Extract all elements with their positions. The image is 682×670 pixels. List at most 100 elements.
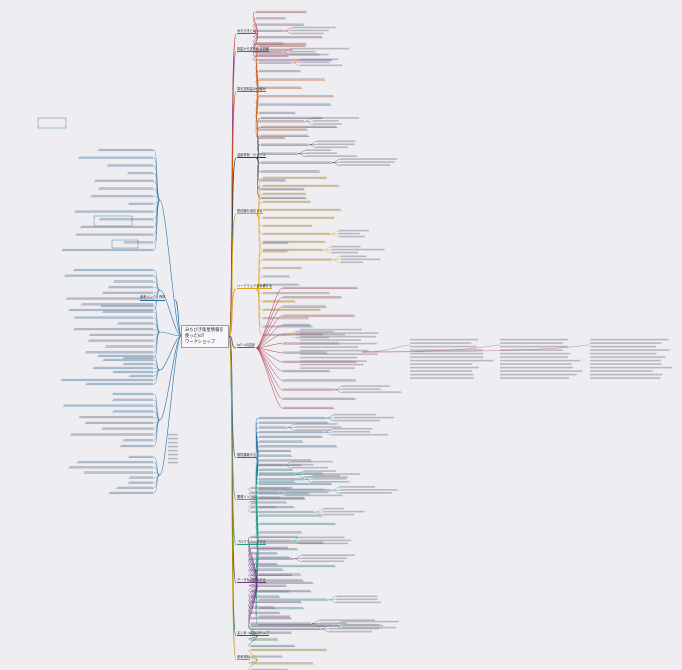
- left-child-connector: [153, 172, 161, 201]
- detail-text: [410, 366, 479, 369]
- child-text: [263, 291, 330, 294]
- grandchild-text: [331, 245, 361, 248]
- child-text: [259, 445, 337, 447]
- branch-connector: [228, 335, 237, 661]
- grandchild-text: [323, 513, 355, 516]
- child-text: [263, 275, 290, 277]
- detail-text: [590, 352, 657, 355]
- grandchild-connector: [292, 62, 301, 66]
- child-text: [259, 489, 331, 491]
- branch-label[interactable]: 参考資料: [237, 654, 250, 661]
- child-text: [261, 143, 309, 146]
- child-text: [259, 69, 301, 72]
- grandchild-connector: [324, 431, 333, 436]
- grandchild-connector: [305, 121, 314, 125]
- grandchild-connector: [287, 334, 296, 339]
- grandchild-connector: [331, 487, 340, 491]
- grandchild-text: [340, 255, 367, 258]
- left-child-text: [74, 210, 153, 212]
- branch-label[interactable]: 準天頂衛星の仕組み: [237, 86, 266, 93]
- grandchild-connector: [321, 628, 330, 633]
- child-text: [259, 463, 301, 466]
- child-text: [256, 10, 306, 13]
- child-text: [261, 170, 320, 172]
- grandchild-connector: [298, 153, 307, 157]
- left-child-text: [101, 304, 153, 307]
- grandchild-text: [313, 123, 343, 125]
- grandchild-connector: [311, 620, 320, 624]
- branch-label[interactable]: ハードウェアを準備する: [237, 283, 273, 290]
- branch-label[interactable]: 環境構築する: [237, 452, 257, 459]
- grandchild-connector: [328, 596, 337, 600]
- branch-label[interactable]: IoTへの応用: [237, 342, 255, 349]
- detail-text: [300, 346, 359, 348]
- child-text: [283, 323, 310, 326]
- detail-text: [590, 338, 669, 341]
- grandchild-text: [319, 619, 375, 621]
- detail-text: [300, 367, 356, 369]
- child-text: [256, 35, 322, 38]
- left-child-text: [69, 466, 153, 468]
- child-text: [251, 606, 275, 608]
- grandchild-text: [340, 258, 381, 261]
- left-child-connector: [153, 359, 161, 371]
- branch-connector: [228, 213, 237, 337]
- left-child-text: [113, 398, 153, 401]
- child-text: [263, 208, 341, 211]
- child-connector: [255, 431, 259, 459]
- left-child-text: [71, 433, 153, 435]
- root-node[interactable]: みちびき衛星情報を使ったIoT ワークショップ: [181, 325, 229, 348]
- grandchild-text: [303, 476, 348, 478]
- branch-label[interactable]: まとめ・次のステップ: [237, 630, 269, 637]
- branch-label[interactable]: 活用事例・サービス: [237, 152, 266, 159]
- child-text: [263, 176, 327, 179]
- child-connector: [253, 18, 258, 35]
- detail-text: [410, 373, 474, 376]
- grandchild-text: [329, 627, 380, 630]
- child-text: [259, 480, 295, 483]
- grandchild-text: [300, 58, 339, 61]
- left-child-text: [86, 382, 153, 385]
- left-branch-connector: [159, 199, 182, 337]
- detail-text: [410, 345, 477, 348]
- child-text: [259, 482, 332, 485]
- branch-label[interactable]: みちびきとは: [237, 28, 257, 35]
- left-group-label[interactable]: 参考リンク・資料: [140, 295, 166, 301]
- child-text: [259, 416, 326, 419]
- grandchild-text: [312, 474, 340, 477]
- grandchild-text: [342, 385, 390, 387]
- branch-label[interactable]: データを可視化する: [237, 577, 266, 584]
- left-child-connector: [153, 474, 161, 489]
- branch-label[interactable]: 受信機を用意する: [237, 208, 263, 215]
- grandchild-connector: [291, 537, 300, 541]
- left-child-text: [128, 202, 153, 205]
- grandchild-text: [312, 477, 347, 480]
- grandchild-text: [340, 164, 391, 166]
- left-child-connector: [153, 461, 161, 476]
- branch-label[interactable]: 開発リソース: [237, 494, 256, 501]
- left-child-text: [113, 370, 153, 373]
- child-text: [251, 501, 287, 503]
- detail-text: [590, 349, 670, 351]
- branch-label[interactable]: 衛星から送られる情報: [237, 46, 269, 53]
- grandchild-connector: [284, 464, 293, 469]
- branch-label[interactable]: プログラミングする: [237, 539, 266, 546]
- child-text: [256, 54, 288, 57]
- detail-text: [300, 339, 362, 341]
- child-text: [251, 552, 277, 554]
- grandchild-text: [339, 489, 398, 491]
- detail-text: [590, 373, 663, 376]
- child-text: [259, 136, 285, 139]
- child-text: [259, 128, 307, 131]
- child-text: [251, 579, 303, 581]
- child-text: [261, 196, 306, 199]
- child-text: [259, 514, 322, 516]
- child-text: [259, 86, 302, 89]
- left-group-connector: [174, 299, 182, 336]
- left-child-text: [85, 351, 153, 353]
- grandchild-text: [290, 47, 350, 50]
- left-child-text: [98, 148, 153, 151]
- child-text: [283, 369, 330, 372]
- detail-text: [410, 342, 472, 344]
- child-text: [251, 557, 294, 560]
